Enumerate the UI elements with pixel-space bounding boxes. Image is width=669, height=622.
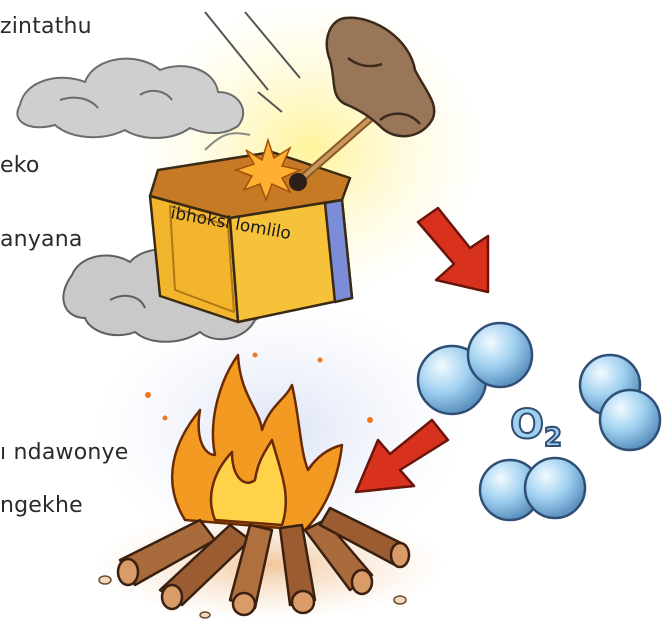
text-fragment-1: zintathu <box>0 14 92 39</box>
oxygen-label: O2 <box>510 402 562 453</box>
text-fragment-2: eko <box>0 153 40 178</box>
text-fragment-3: anyana <box>0 227 83 252</box>
oxygen-molecule-icon <box>580 355 660 450</box>
text-fragment-5: ngekhe <box>0 493 83 518</box>
text-fragment-4: ı ndawonye <box>0 440 128 465</box>
oxygen-molecule-icon <box>480 458 585 520</box>
oxygen-molecule-icon <box>418 323 532 414</box>
